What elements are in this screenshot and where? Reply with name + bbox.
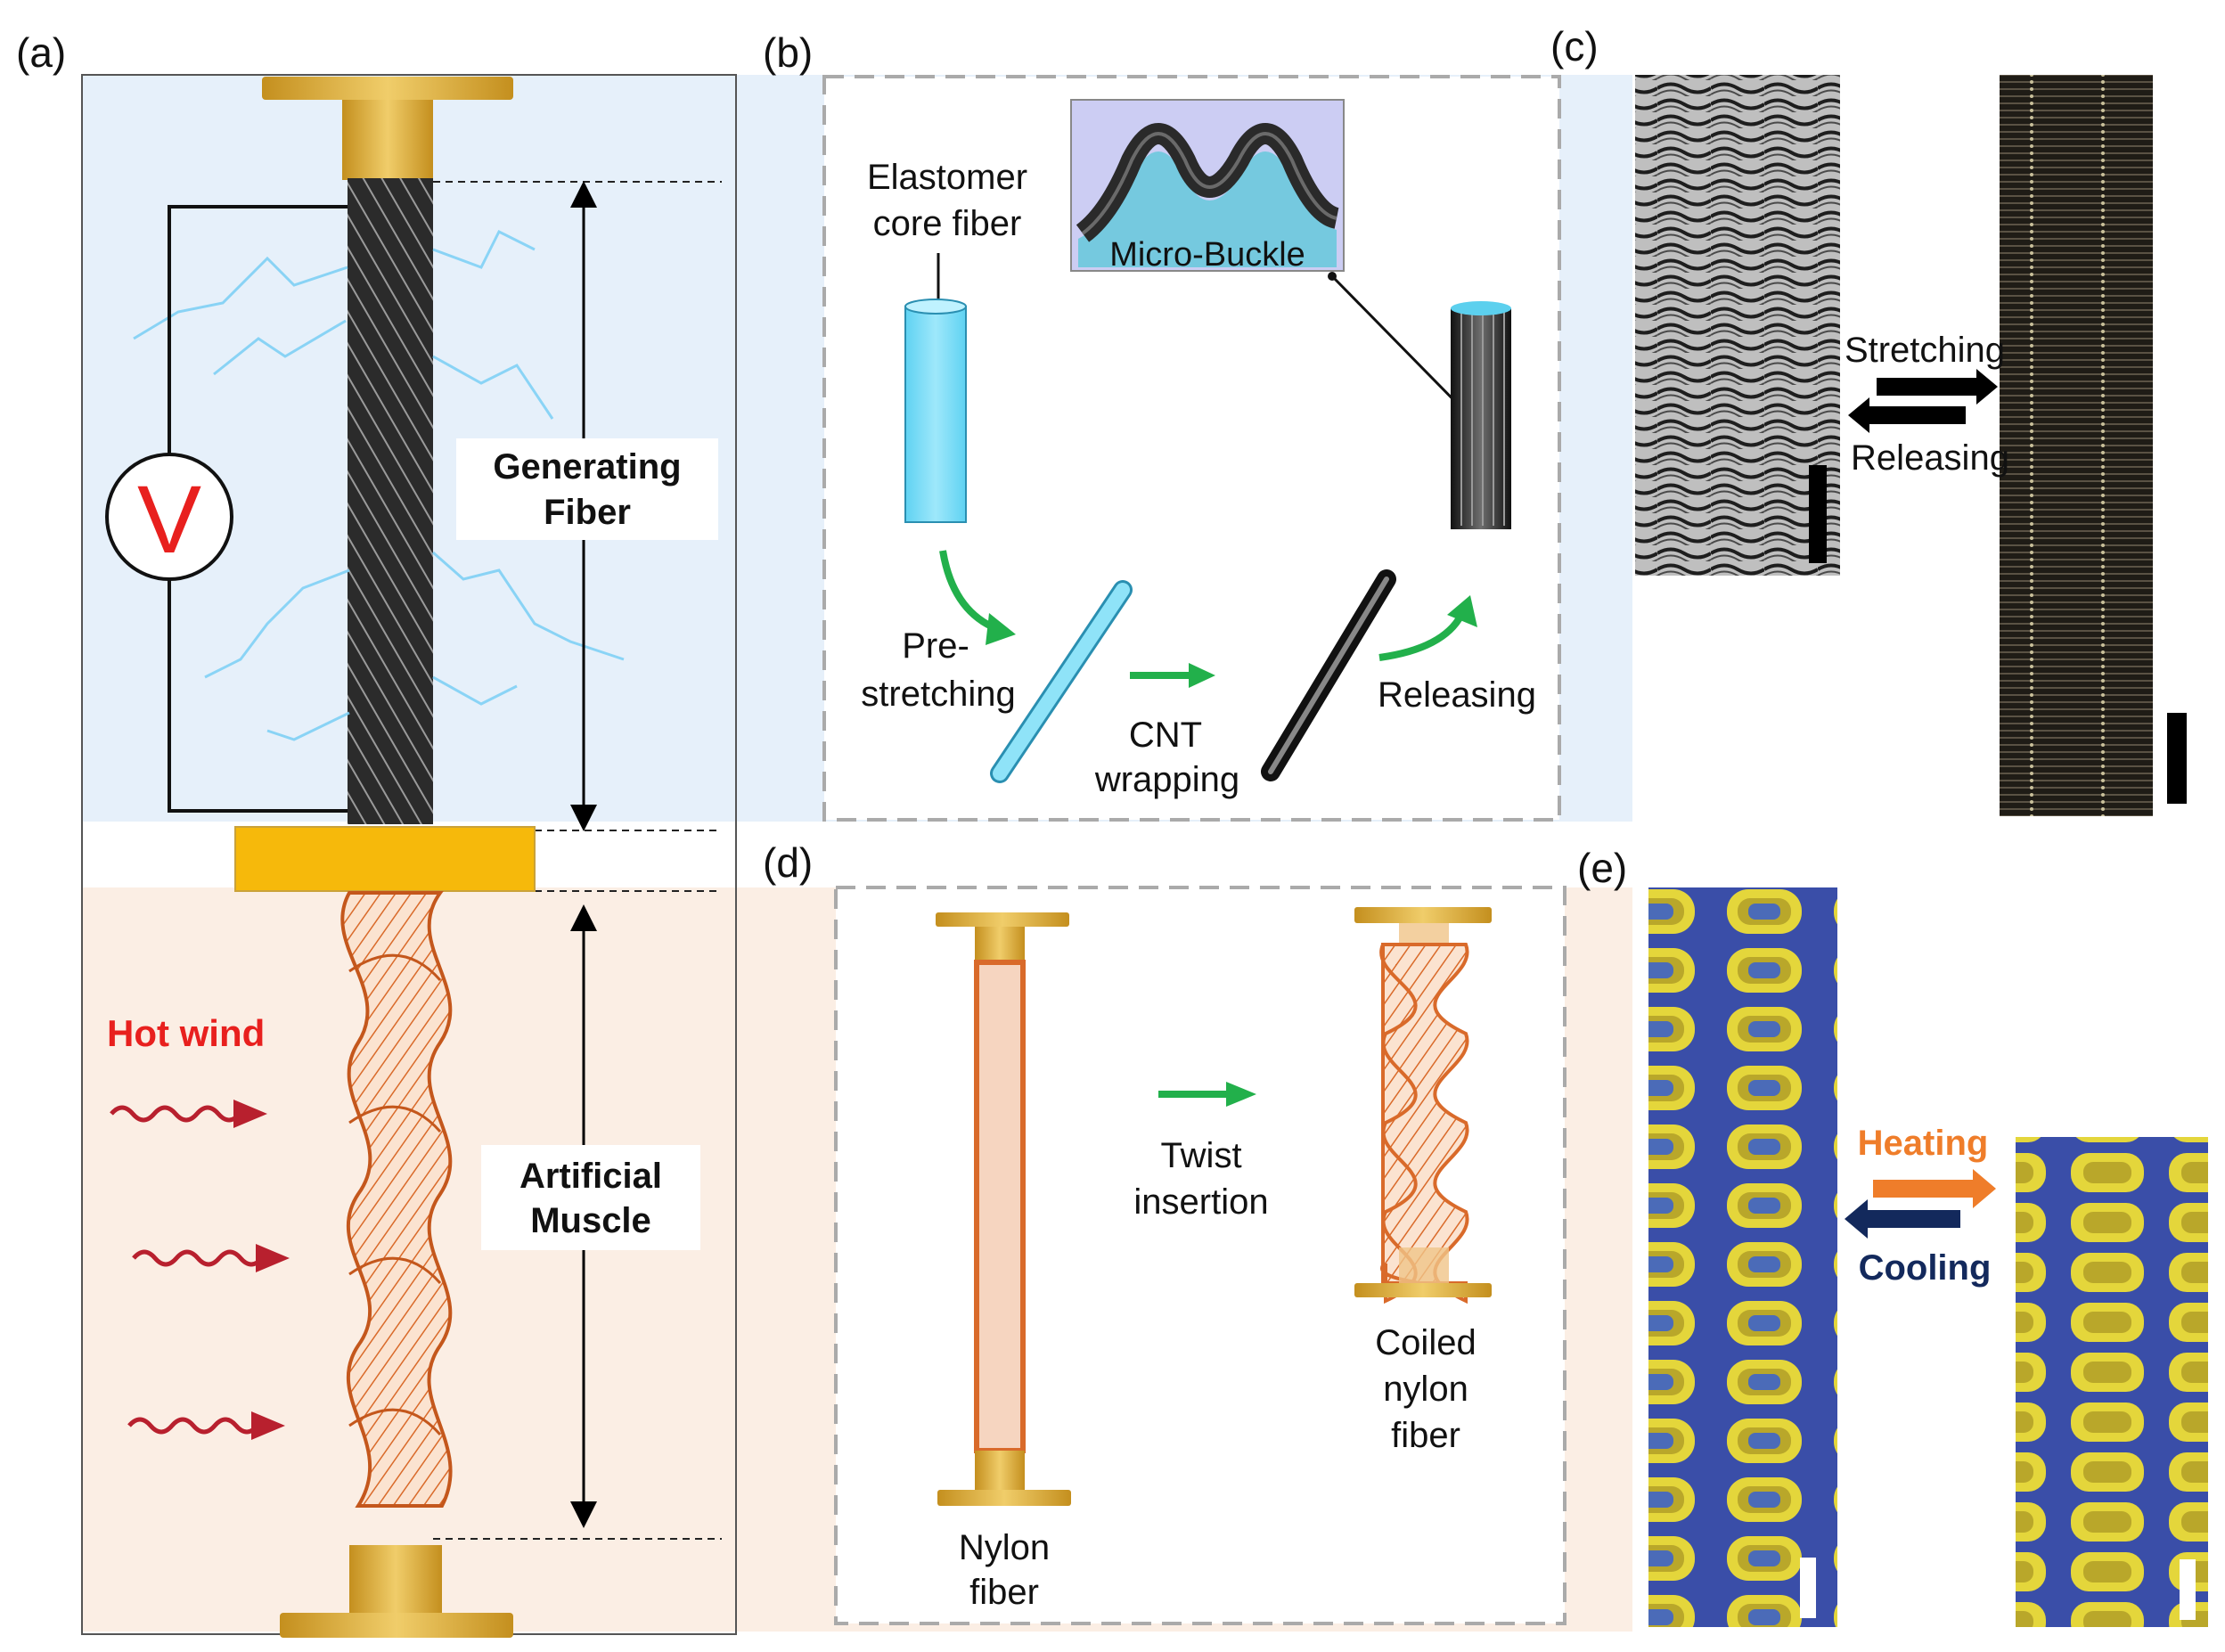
coiled-label-line1: Coiled — [1375, 1323, 1476, 1362]
elastomer-label-line2: core fiber — [873, 204, 1022, 243]
nylon-label-line2: fiber — [969, 1573, 1039, 1612]
releasing-label: Releasing — [1378, 675, 1536, 715]
artificial-muscle-fiber — [340, 891, 453, 1508]
cooling-arrow — [1845, 1199, 1960, 1239]
wind-arrowhead — [233, 1100, 267, 1128]
twist-insertion-arrowhead — [1226, 1082, 1256, 1107]
elastomer-label-line1: Elastomer — [867, 158, 1027, 197]
releasing-arrowhead — [1447, 595, 1477, 627]
cnt-wrapping-arrowhead — [1189, 663, 1215, 688]
wind-arrowhead — [256, 1244, 290, 1272]
panel-e-label: (e) — [1577, 845, 1627, 891]
panel-b-label: (b) — [763, 29, 813, 76]
stretched-micrograph — [2000, 75, 2153, 816]
stretching-arrow — [1877, 369, 1998, 405]
panel-a-label: (a) — [16, 29, 66, 76]
twist-insertion-label-line1: Twist — [1160, 1136, 1241, 1175]
artificial-muscle-label-line2: Muscle — [530, 1201, 651, 1240]
nylon-bottom-plate — [937, 1490, 1071, 1506]
panel-c-label: (c) — [1550, 23, 1599, 70]
pre-stretching-label-line2: stretching — [861, 675, 1015, 714]
micro-buckle-pointer-dot — [1328, 272, 1337, 281]
middle-clamp — [234, 826, 536, 892]
nylon-bottom-block — [975, 1451, 1025, 1490]
voltmeter-symbol: V — [137, 465, 201, 573]
micro-buckle-waves-highlight — [1081, 132, 1337, 235]
nylon-top-block — [975, 927, 1025, 962]
coiled-label-line3: fiber — [1391, 1416, 1460, 1455]
stretched-fiber-fill — [993, 583, 1130, 781]
coiled-label-line2: nylon — [1383, 1370, 1468, 1409]
coiled-nylon-fiber — [1379, 943, 1469, 1304]
cnt-wrapping-label-line1: CNT — [1129, 716, 1202, 755]
panel-d-frame — [834, 886, 1566, 1625]
micro-buckle-label: Micro-Buckle — [1109, 236, 1305, 274]
nylon-label-line1: Nylon — [959, 1528, 1050, 1567]
heating-label: Heating — [1858, 1124, 1989, 1163]
wind-arrowhead — [251, 1411, 285, 1440]
coiled-micrograph-2 — [2016, 1137, 2208, 1627]
artificial-muscle-label-box — [481, 1145, 700, 1250]
buckled-fiber-lines — [1460, 312, 1505, 526]
scale-bar — [2167, 713, 2187, 804]
micro-buckle-base — [1078, 151, 1337, 267]
heating-arrow — [1873, 1169, 1996, 1208]
hot-wind-arrows — [110, 1105, 264, 1435]
buckled-fiber-top — [1451, 301, 1511, 315]
elastomer-core-top — [904, 299, 967, 315]
cooling-label: Cooling — [1859, 1248, 1992, 1288]
generating-fiber-label-line2: Fiber — [544, 493, 631, 532]
twist-insertion-label-line2: insertion — [1133, 1182, 1268, 1222]
buckled-micrograph — [1635, 75, 1840, 576]
bottom-clamp-plate — [280, 1613, 513, 1638]
coiled-micrograph-1 — [1648, 887, 1837, 1627]
pre-stretching-label-line1: Pre- — [902, 626, 969, 666]
pre-stretching-arrowhead — [986, 613, 1016, 645]
top-clamp-plate — [262, 77, 513, 100]
hot-wind-label: Hot wind — [107, 1012, 265, 1054]
artificial-muscle-label-line1: Artificial — [519, 1157, 662, 1196]
scale-bar — [1809, 465, 1827, 563]
releasing-arrow-c — [1848, 397, 1966, 433]
lightning-effect — [133, 229, 625, 741]
scale-bar — [1800, 1558, 1816, 1618]
wrapped-fiber-highlight — [1268, 577, 1389, 774]
coiled-bottom-block — [1399, 1247, 1449, 1285]
stretching-label: Stretching — [1845, 331, 2005, 370]
coiled-top-plate — [1354, 907, 1492, 923]
muscle-twist-lines — [348, 953, 442, 1435]
cnt-wrapping-label-line2: wrapping — [1094, 760, 1239, 799]
coiled-bottom-plate — [1354, 1283, 1492, 1297]
top-clamp-block — [342, 100, 433, 180]
buckled-fiber — [1451, 308, 1511, 529]
nylon-fiber — [974, 960, 1026, 1453]
bottom-clamp-block — [349, 1545, 442, 1613]
scale-bar — [2180, 1559, 2196, 1620]
elastomer-core-fiber — [904, 306, 967, 523]
releasing-arrow — [1378, 612, 1465, 661]
panel-d-label: (d) — [763, 839, 813, 886]
generating-fiber — [348, 178, 433, 824]
generating-fiber-label-box — [456, 438, 718, 540]
generating-fiber-label-line1: Generating — [493, 447, 681, 487]
voltmeter — [105, 453, 233, 581]
releasing-label-c: Releasing — [1851, 438, 2009, 478]
nylon-top-plate — [936, 912, 1069, 927]
